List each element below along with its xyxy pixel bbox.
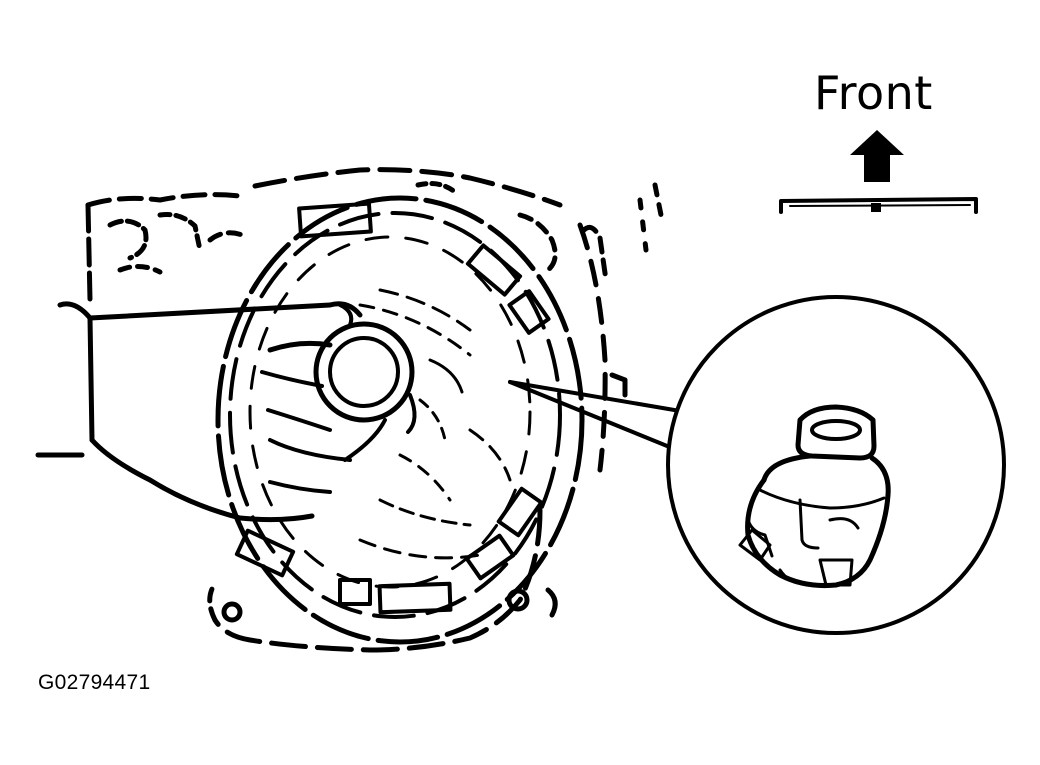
detail-view (666, 295, 1006, 635)
detail-part (738, 404, 891, 588)
front-label: Front (814, 66, 933, 120)
callout-pointer (508, 380, 688, 450)
orientation-indicator (779, 130, 978, 214)
orientation-bar (779, 197, 978, 214)
transmission-case (85, 167, 665, 653)
arrow-up-icon (850, 130, 904, 182)
held-part (313, 321, 417, 434)
ring-lugs (234, 201, 551, 615)
hand (35, 301, 387, 523)
orientation-bar-notch (871, 203, 881, 212)
figure-id: G02794471 (38, 671, 151, 694)
housing-rings (215, 195, 585, 645)
